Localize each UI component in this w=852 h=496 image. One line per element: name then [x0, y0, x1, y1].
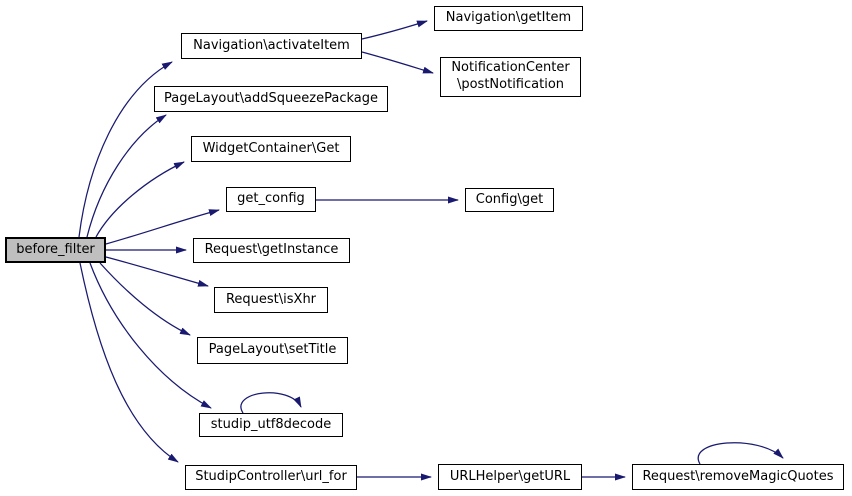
edge-before-filter-widgetcontainer-get [95, 161, 185, 238]
node-urlhelper-geturl[interactable]: URLHelper\getURL [438, 464, 582, 490]
edge-before-filter-isxhr [105, 256, 209, 287]
node-request-isxhr[interactable]: Request\isXhr [214, 287, 328, 313]
node-notificationcenter-postnotification[interactable]: NotificationCenter \postNotification [440, 57, 581, 97]
node-pagelayout-settitle[interactable]: PageLayout\setTitle [197, 337, 348, 364]
node-widgetcontainer-get[interactable]: WidgetContainer\Get [191, 136, 351, 162]
edge-activateitem-postnotification [361, 51, 434, 74]
edge-before-filter-url-for [79, 262, 179, 463]
edge-before-filter-get-config [105, 209, 220, 245]
node-config-get[interactable]: Config\get [465, 188, 554, 212]
edge-before-filter-settitle [99, 262, 191, 336]
edge-removemagicquotes-self-loop [697, 442, 784, 465]
node-request-removemagicquotes[interactable]: Request\removeMagicQuotes [632, 464, 844, 490]
node-request-getinstance[interactable]: Request\getInstance [193, 238, 350, 263]
node-navigation-getitem[interactable]: Navigation\getItem [434, 6, 583, 31]
edge-before-filter-activateitem [78, 61, 173, 238]
node-studipcontroller-url-for[interactable]: StudipController\url_for [185, 465, 357, 490]
node-pagelayout-addsqueezepackage[interactable]: PageLayout\addSqueezePackage [154, 86, 388, 112]
edge-utf8decode-self-loop [240, 392, 302, 414]
edge-activateitem-getitem [361, 20, 428, 40]
edge-before-filter-utf8decode [89, 262, 212, 409]
node-navigation-activateitem[interactable]: Navigation\activateItem [181, 33, 362, 59]
node-before-filter: before_filter [5, 237, 106, 263]
node-get-config[interactable]: get_config [226, 187, 316, 212]
node-studip-utf8decode[interactable]: studip_utf8decode [199, 413, 343, 437]
edge-before-filter-addsqueezepackage [86, 114, 167, 238]
